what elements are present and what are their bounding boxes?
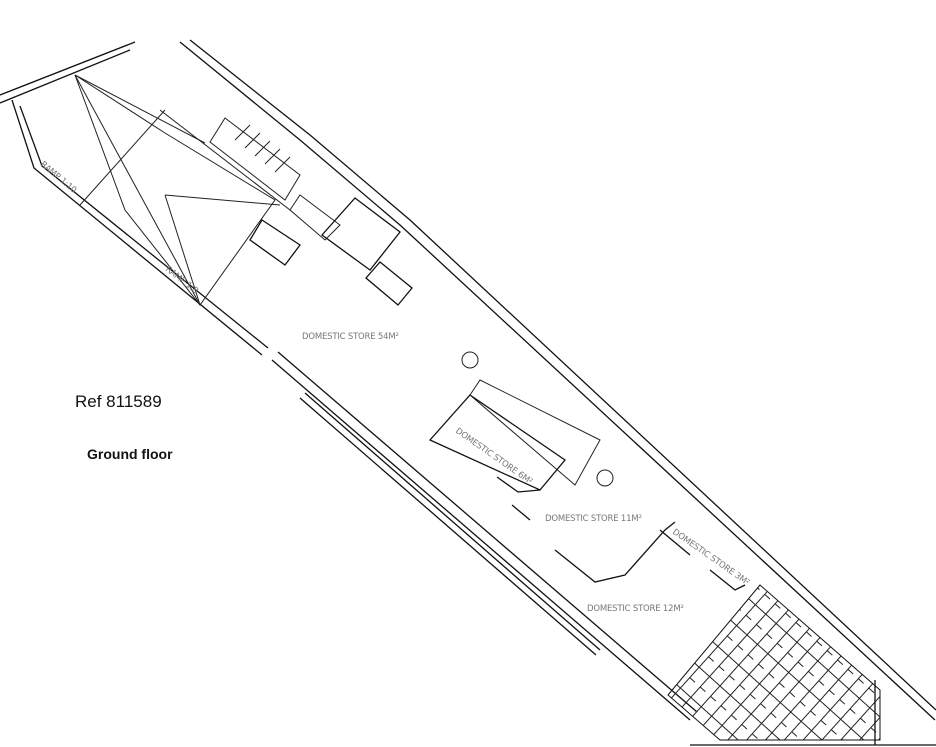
section-marker-icon (461, 351, 614, 487)
paved-area (667, 584, 881, 741)
ramp-area (74, 74, 291, 306)
room-label-store-12: DOMESTIC STORE 12M² (587, 604, 684, 614)
room-label-store-3: DOMESTIC STORE 3M² (670, 527, 751, 588)
internal-walls (299, 379, 746, 656)
ramp-label: RAMP 1:8 (163, 264, 200, 296)
room-label-store-54: DOMESTIC STORE 54M² (302, 332, 399, 342)
outer-walls (0, 39, 936, 746)
ramp-label: RAMP 1:10 (38, 160, 78, 196)
room-label-store-11: DOMESTIC STORE 11M² (545, 514, 642, 524)
lift-shaft (249, 197, 413, 306)
staircase (209, 117, 341, 241)
floor-title: Ground floor (87, 446, 173, 462)
reference-number: Ref 811589 (75, 392, 162, 411)
